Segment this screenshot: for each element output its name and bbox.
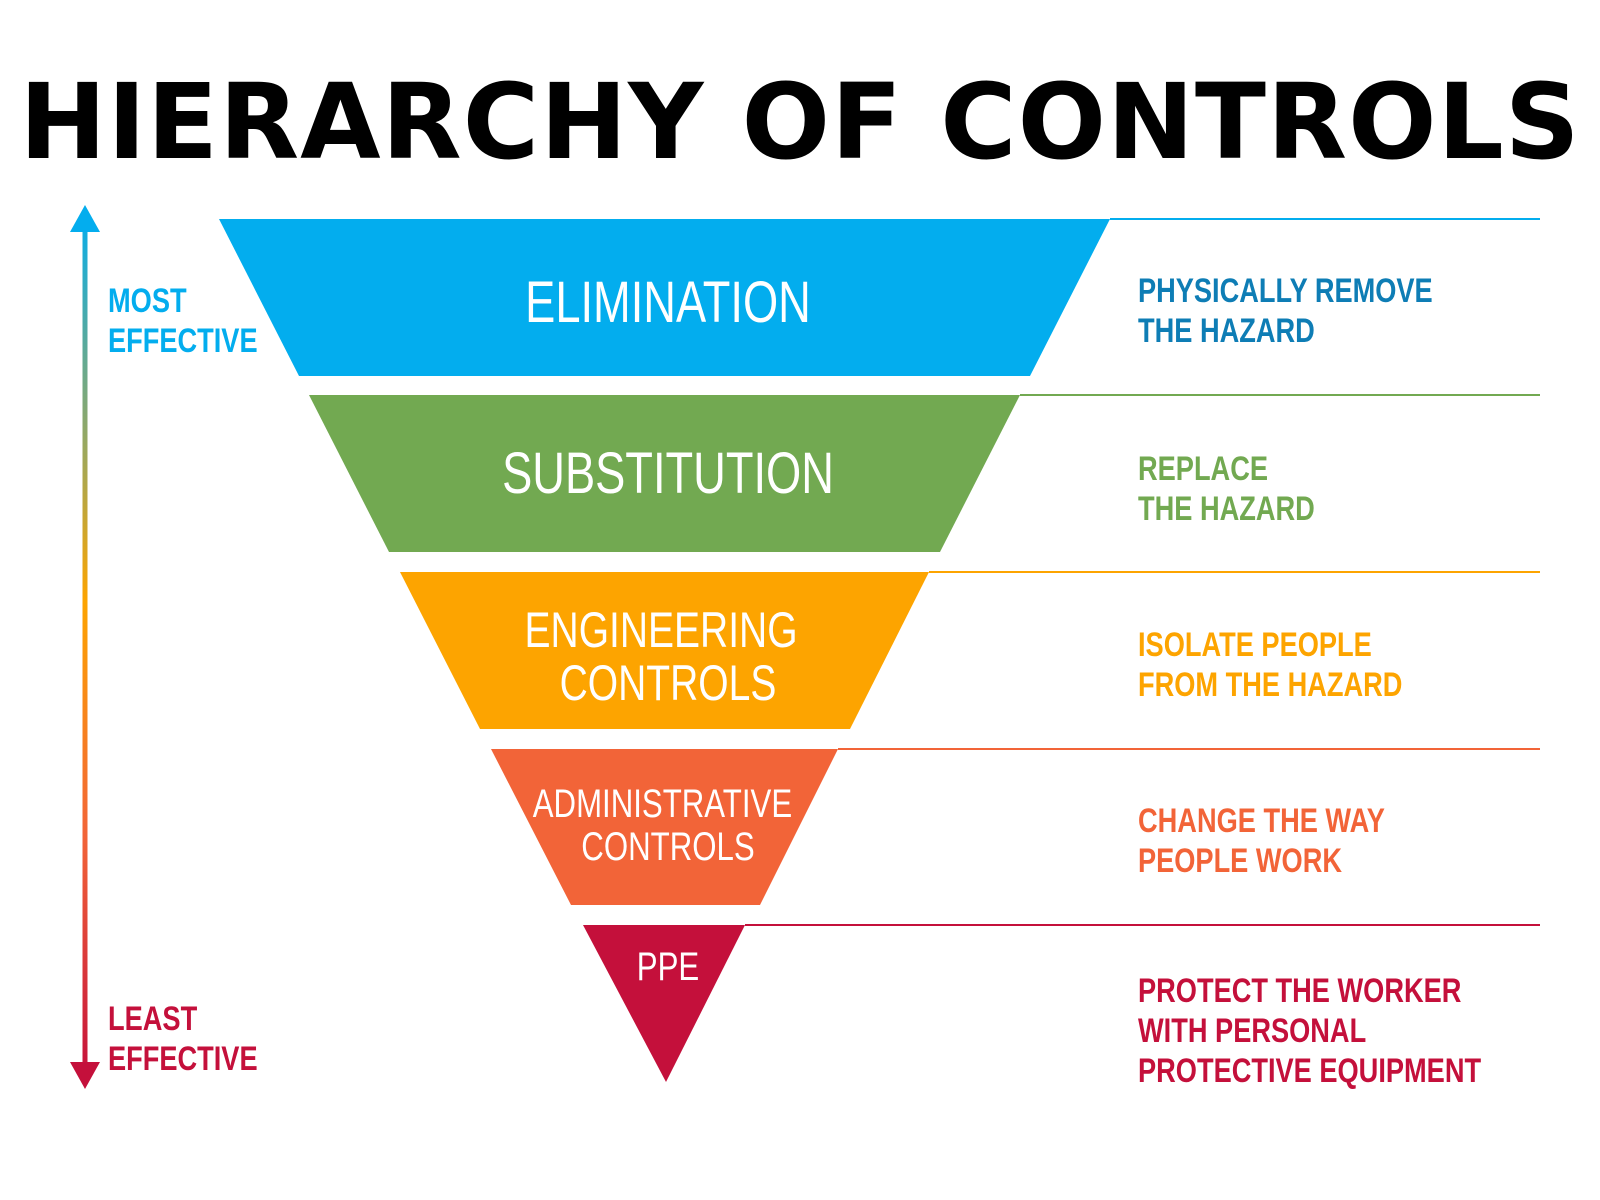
arrow-up-icon bbox=[70, 205, 100, 232]
triangle-band bbox=[583, 925, 745, 1082]
page-title: HIERARCHY OF CONTROLS bbox=[19, 61, 1581, 183]
level-label: PPE bbox=[637, 945, 699, 989]
most-effective-label: MOST EFFECTIVE bbox=[108, 282, 258, 360]
level-description: REPLACE THE HAZARD bbox=[1138, 450, 1315, 528]
most-effective-line: EFFECTIVE bbox=[108, 322, 258, 360]
description-line: FROM THE HAZARD bbox=[1138, 666, 1402, 704]
trapezoid-band bbox=[219, 219, 1110, 376]
description-line: PHYSICALLY REMOVE bbox=[1138, 272, 1433, 310]
description-line: CHANGE THE WAY bbox=[1138, 802, 1385, 840]
level-description: PHYSICALLY REMOVE THE HAZARD bbox=[1138, 272, 1442, 350]
trapezoid-band bbox=[491, 749, 838, 905]
level-substitution: SUBSTITUTION REPLACE THE HAZARD bbox=[309, 394, 1540, 552]
level-label-line: SUBSTITUTION bbox=[502, 441, 834, 506]
description-line: ISOLATE PEOPLE bbox=[1138, 626, 1372, 664]
description-line: WITH PERSONAL bbox=[1138, 1012, 1366, 1050]
description-line: PROTECT THE WORKER bbox=[1138, 972, 1461, 1010]
trapezoid-band bbox=[309, 395, 1020, 552]
description-line: THE HAZARD bbox=[1138, 490, 1315, 528]
most-effective-line: MOST bbox=[108, 282, 187, 320]
description-line: PROTECTIVE EQUIPMENT bbox=[1138, 1052, 1481, 1090]
level-label-line: PPE bbox=[637, 945, 699, 989]
level-label-line: ENGINEERING bbox=[525, 602, 798, 658]
arrow-down-icon bbox=[70, 1062, 100, 1089]
description-line: REPLACE bbox=[1138, 450, 1268, 488]
description-line: PEOPLE WORK bbox=[1138, 842, 1342, 880]
level-label-line: CONTROLS bbox=[560, 655, 777, 711]
level-label: ADMINISTRATIVE CONTROLS bbox=[533, 782, 804, 869]
level-description: PROTECT THE WORKER WITH PERSONAL PROTECT… bbox=[1138, 972, 1481, 1090]
level-ppe: PPE PROTECT THE WORKER WITH PERSONAL PRO… bbox=[583, 924, 1540, 1090]
least-effective-line: LEAST bbox=[108, 1000, 197, 1038]
level-label-line: CONTROLS bbox=[581, 825, 754, 869]
least-effective-label: LEAST EFFECTIVE bbox=[108, 1000, 258, 1078]
level-label-line: ADMINISTRATIVE bbox=[533, 782, 792, 826]
level-engineering-controls: ENGINEERING CONTROLS ISOLATE PEOPLE FROM… bbox=[400, 571, 1540, 729]
trapezoid-band bbox=[400, 572, 929, 729]
level-label: SUBSTITUTION bbox=[502, 441, 834, 506]
level-label: ENGINEERING CONTROLS bbox=[525, 602, 812, 711]
level-label-line: ELIMINATION bbox=[525, 270, 811, 335]
level-description: ISOLATE PEOPLE FROM THE HAZARD bbox=[1138, 626, 1402, 704]
level-elimination: ELIMINATION PHYSICALLY REMOVE THE HAZARD bbox=[219, 218, 1540, 376]
least-effective-line: EFFECTIVE bbox=[108, 1040, 258, 1078]
level-label: ELIMINATION bbox=[525, 270, 811, 335]
level-administrative-controls: ADMINISTRATIVE CONTROLS CHANGE THE WAY P… bbox=[491, 748, 1540, 905]
effectiveness-arrow bbox=[70, 205, 100, 1089]
level-description: CHANGE THE WAY PEOPLE WORK bbox=[1138, 802, 1394, 880]
description-line: THE HAZARD bbox=[1138, 312, 1315, 350]
